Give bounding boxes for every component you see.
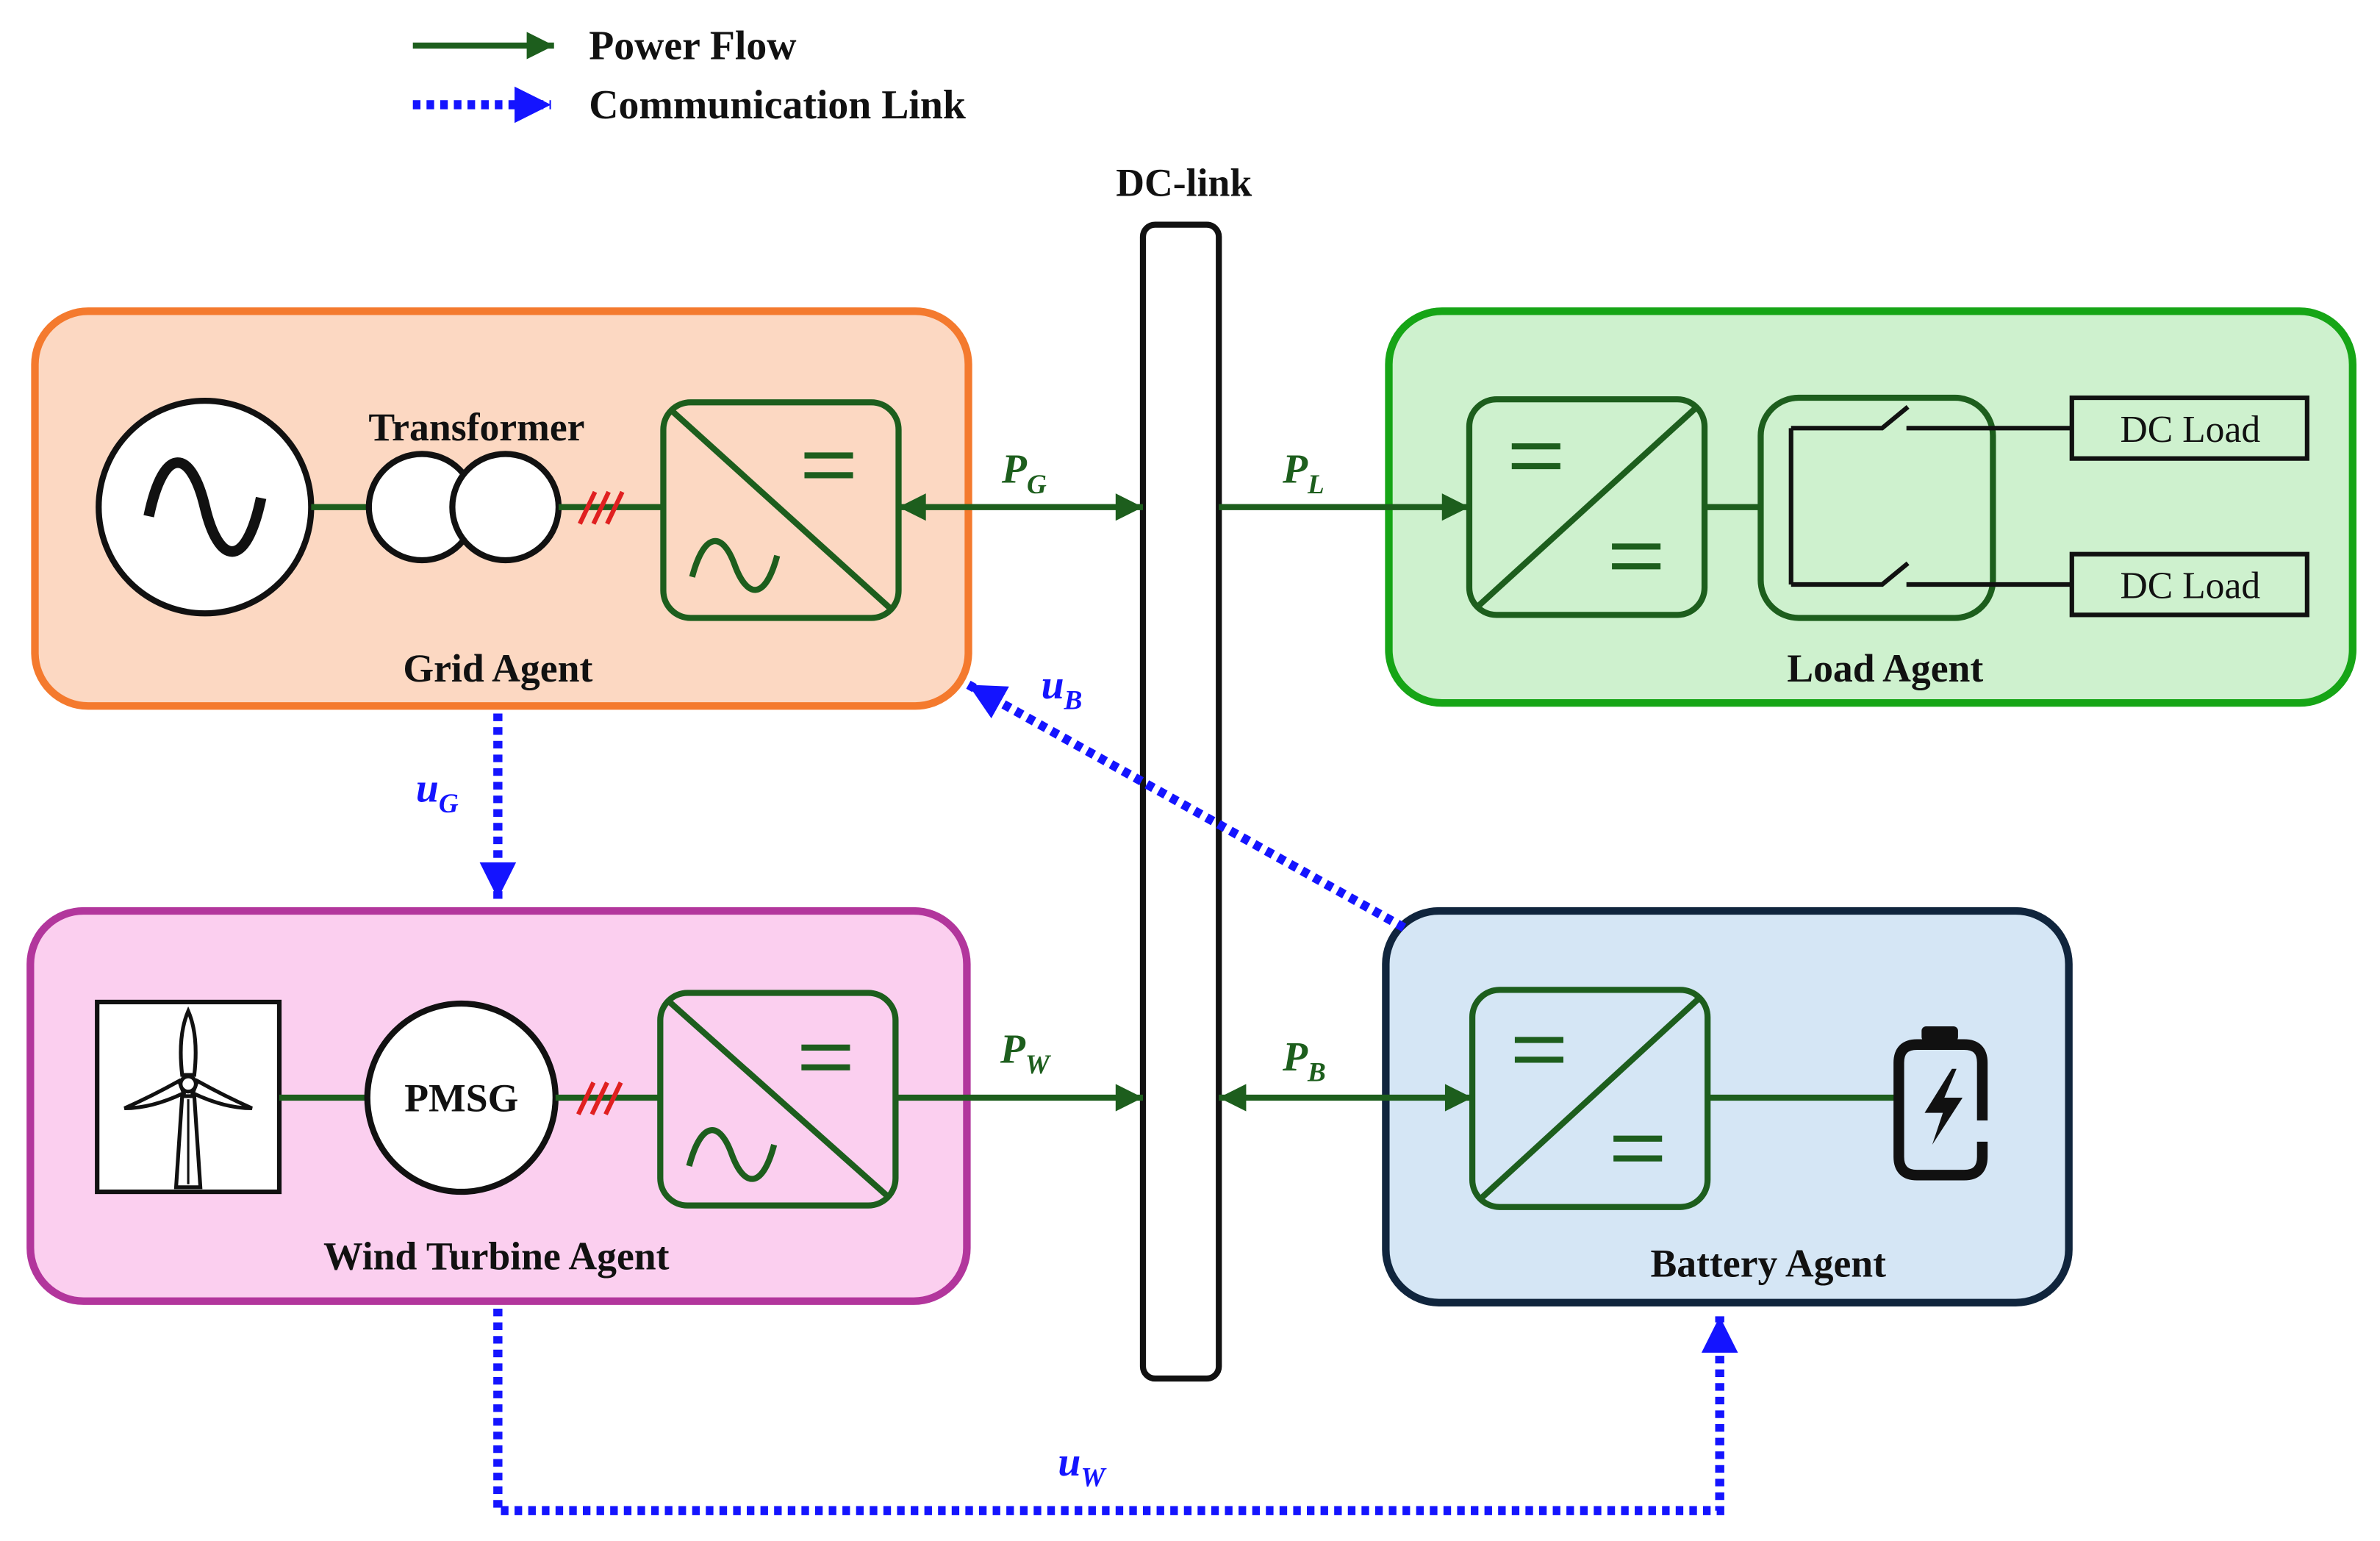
generator-icon: PMSG (364, 1000, 559, 1195)
communication-link-battery-arrow (966, 680, 1407, 932)
power-flow-battery: PB (1219, 1034, 1473, 1112)
grid-agent-title: Grid Agent (403, 646, 592, 690)
dc-link-bus: DC-link (1116, 160, 1252, 1382)
communication-signal-grid-label: uG (416, 765, 459, 818)
power-flow-grid-label: PG (1001, 447, 1047, 500)
phase-marks-icon (578, 490, 625, 525)
dc-link-bar (1139, 221, 1222, 1382)
dc-load-label: DC Load (2121, 565, 2261, 607)
grid-agent: Transformer Grid Agent (31, 307, 972, 710)
power-flow-wind: PW (895, 1027, 1143, 1112)
load-agent-box (1385, 307, 2356, 707)
dc-link-label: DC-link (1116, 160, 1252, 204)
transformer-label: Transformer (368, 405, 584, 449)
legend-communication-link-label: Communication Link (589, 82, 966, 128)
transformer-icon (365, 451, 562, 564)
ac-source-icon (96, 398, 315, 617)
power-flow-battery-label: PB (1282, 1034, 1326, 1087)
battery-icon (1893, 1026, 1988, 1181)
ac-symbol-icon (689, 538, 781, 593)
dc-load-2: DC Load (2069, 551, 2309, 618)
legend-communication-link: Communication Link (412, 82, 966, 128)
legend-power-flow: Power Flow (412, 24, 797, 69)
wind-turbine-icon (95, 999, 282, 1195)
dc-symbol-icon (1514, 1037, 1563, 1063)
phase-marks-icon (576, 1081, 623, 1116)
communication-link-battery: uB (966, 662, 1407, 932)
wind-turbine-agent: PMSG Wind Turbine Agent (26, 907, 971, 1305)
communication-link-grid: uG (416, 713, 517, 899)
dc-load-label: DC Load (2121, 409, 2261, 451)
power-flow-grid: PG (898, 447, 1143, 521)
dc-symbol-icon (1612, 543, 1661, 570)
communication-signal-battery-label: uB (1042, 662, 1083, 715)
generator-label: PMSG (404, 1076, 518, 1120)
battery-agent: Battery Agent (1382, 907, 2073, 1306)
dc-symbol-icon (1613, 1135, 1663, 1162)
power-flow-load-label: PL (1282, 447, 1325, 500)
wind-turbine-agent-title: Wind Turbine Agent (323, 1234, 670, 1278)
legend: Power Flow Communication Link (412, 24, 966, 128)
load-agent: DC Load DC Load Load Agent (1385, 307, 2356, 707)
communication-link-wind-arrow (493, 1309, 1738, 1515)
communication-signal-wind-label: uW (1058, 1440, 1107, 1492)
load-agent-title: Load Agent (1787, 646, 1983, 690)
dc-symbol-icon (801, 1044, 850, 1070)
switch-icon (1757, 394, 2072, 621)
power-flow-load: PL (1219, 447, 1469, 521)
legend-power-flow-label: Power Flow (589, 24, 796, 69)
communication-link-wind: uW (493, 1309, 1738, 1515)
power-flow-wind-label: PW (1000, 1027, 1052, 1080)
battery-agent-title: Battery Agent (1650, 1242, 1886, 1286)
dc-load-1: DC Load (2069, 395, 2309, 461)
ac-symbol-icon (686, 1127, 778, 1182)
dc-symbol-icon (1511, 443, 1560, 470)
dc-symbol-icon (804, 452, 853, 479)
